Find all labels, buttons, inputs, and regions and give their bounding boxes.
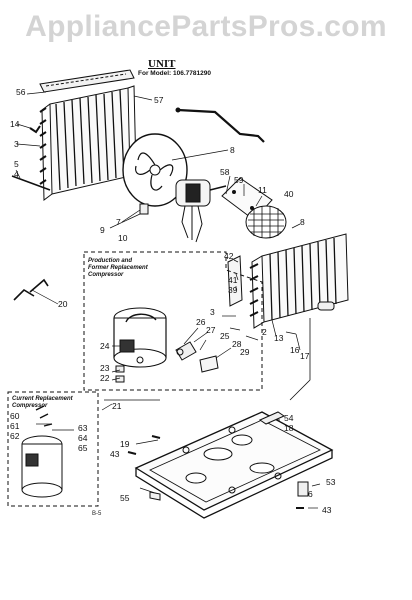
drain-part xyxy=(317,301,335,311)
callout-62: 62 xyxy=(10,431,20,441)
callout-5: 5 xyxy=(14,159,19,169)
current-compressor-label: Current Replacement Compressor xyxy=(12,396,73,410)
grill-part xyxy=(258,411,286,425)
support-bracket-part xyxy=(227,255,243,307)
rod-part xyxy=(11,175,51,191)
callout-16: 16 xyxy=(290,345,300,355)
grommet-part xyxy=(115,365,125,383)
current-label-line-2: Compressor xyxy=(12,403,48,409)
power-cord-part xyxy=(13,278,49,301)
replacement-compressor-part xyxy=(21,405,63,498)
blower-wheel-part xyxy=(245,205,287,239)
callout-19: 19 xyxy=(120,439,130,449)
production-label-line-2: Former Replacement xyxy=(88,265,148,271)
callout-11: 11 xyxy=(258,185,267,195)
callout-42: 42 xyxy=(224,251,234,261)
callout-40: 40 xyxy=(284,189,294,199)
base-pan-part xyxy=(134,411,334,519)
callout-55: 55 xyxy=(120,493,130,503)
tube-14-part xyxy=(29,125,41,134)
callout-18: 18 xyxy=(284,423,294,433)
callout-9: 9 xyxy=(100,225,105,235)
current-label-line-1: Current Replacement xyxy=(12,396,73,402)
callout-28: 28 xyxy=(232,339,242,349)
production-label-line-1: Production and xyxy=(88,258,132,264)
callout-29: 29 xyxy=(240,347,250,357)
condenser-coil-part xyxy=(39,85,137,201)
callout-6: 6 xyxy=(308,489,313,499)
callout-59: 59 xyxy=(234,175,244,185)
footer-code: B-5 xyxy=(92,511,102,517)
callout-26: 26 xyxy=(196,317,206,327)
fan-motor-part xyxy=(175,179,227,243)
top-shroud-part xyxy=(39,69,135,93)
callout-20: 20 xyxy=(58,299,68,309)
watermark: AppliancePartsPros.com xyxy=(25,10,387,43)
callout-43-right: 43 xyxy=(322,505,332,515)
callout-27: 27 xyxy=(206,325,216,335)
callout-41: 41 xyxy=(228,275,238,285)
callout-4: 4 xyxy=(14,169,19,179)
callout-21: 21 xyxy=(112,401,122,411)
callout-7: 7 xyxy=(116,217,121,227)
callout-8-lower: 8 xyxy=(300,217,305,227)
callout-61: 61 xyxy=(10,421,20,431)
callout-17: 17 xyxy=(300,351,310,361)
overload-part xyxy=(175,341,219,373)
callout-22: 22 xyxy=(100,373,110,383)
tube-part xyxy=(175,107,265,143)
callout-58: 58 xyxy=(220,167,230,177)
production-label-line-3: Compressor xyxy=(88,272,124,278)
production-compressor-label: Production and Former Replacement Compre… xyxy=(88,258,148,279)
callout-54: 54 xyxy=(284,413,294,423)
evaporator-coil-part xyxy=(249,233,349,329)
callout-10: 10 xyxy=(118,233,128,243)
callout-24: 24 xyxy=(100,341,110,351)
model-subtitle: For Model: 106.7781290 xyxy=(138,70,211,77)
fan-blade-part xyxy=(122,133,188,207)
callout-64: 64 xyxy=(78,433,88,443)
callout-53: 53 xyxy=(326,477,336,487)
callout-57: 57 xyxy=(154,95,164,105)
callout-8-upper: 8 xyxy=(230,145,235,155)
callout-2: 2 xyxy=(262,327,267,337)
compressor-part xyxy=(113,307,167,368)
callout-43-left: 43 xyxy=(110,449,120,459)
clip-part xyxy=(139,203,149,215)
connector-line xyxy=(289,318,311,401)
callout-13: 13 xyxy=(274,333,284,343)
screw-part xyxy=(127,435,309,509)
current-compressor-box xyxy=(7,391,99,507)
callout-39: 39 xyxy=(228,285,238,295)
callout-23: 23 xyxy=(100,363,110,373)
production-compressor-box xyxy=(83,251,263,391)
callout-56: 56 xyxy=(16,87,26,97)
callout-65: 65 xyxy=(78,443,88,453)
callout-63: 63 xyxy=(78,423,88,433)
callout-14: 14 xyxy=(10,119,20,129)
callout-3-upper: 3 xyxy=(14,139,19,149)
diagram-title: UNIT xyxy=(148,58,176,70)
callout-25: 25 xyxy=(220,331,230,341)
callout-60: 60 xyxy=(10,411,20,421)
callout-3-lower: 3 xyxy=(210,307,215,317)
